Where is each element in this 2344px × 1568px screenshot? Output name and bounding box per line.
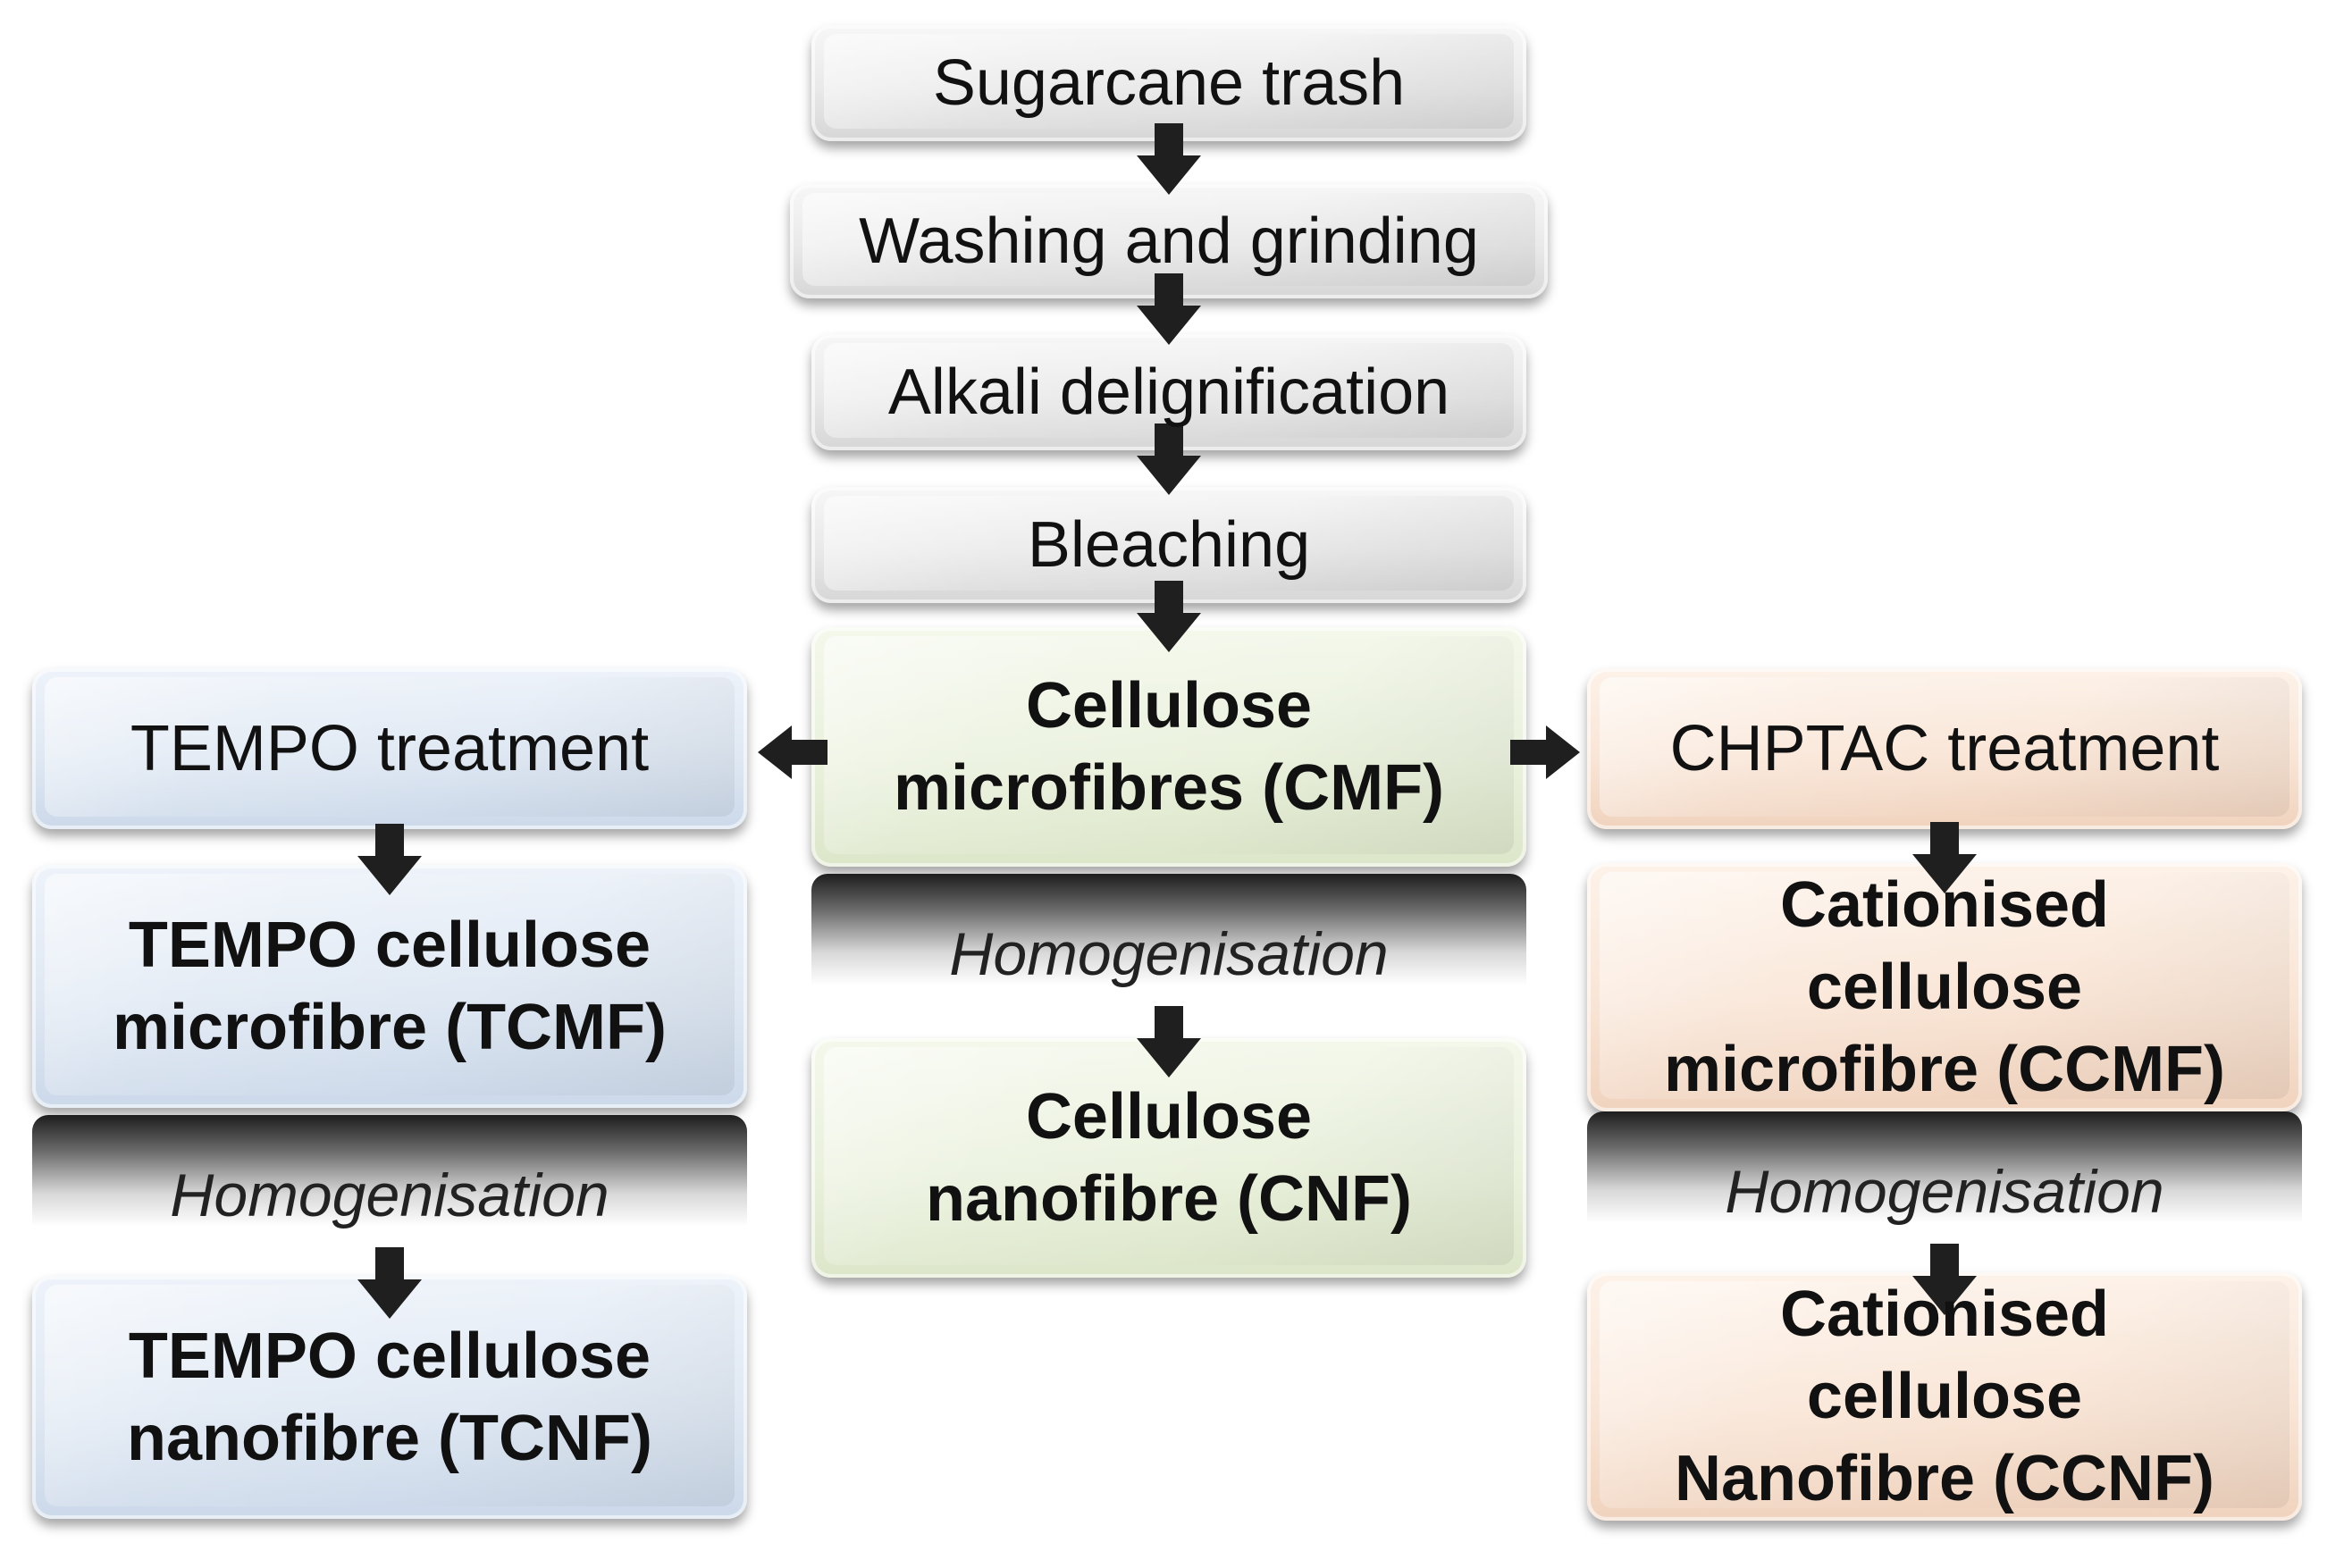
node-cmf-line1: Cellulose <box>1025 670 1313 742</box>
arrow-down-icon <box>1137 581 1201 652</box>
step-sugarcane-trash: Sugarcane trash <box>811 25 1526 141</box>
node-tcmf-line1: TEMPO cellulose <box>128 910 651 981</box>
node-ccmf: Cationised cellulose microfibre (CCMF) <box>1587 863 2302 1111</box>
arrow-down-icon <box>1912 822 1977 893</box>
node-ccnf-line1: Cationised <box>1779 1279 2110 1350</box>
node-ccmf-line1: Cationised <box>1779 869 2110 941</box>
step-label: Washing and grinding <box>859 205 1479 277</box>
node-ccnf-line2: cellulose <box>1806 1361 2083 1432</box>
node-cnf: Cellulose nanofibre (CNF) <box>811 1038 1526 1278</box>
node-tcnf-line1: TEMPO cellulose <box>128 1321 651 1392</box>
step-alkali-delignification: Alkali delignification <box>811 334 1526 450</box>
tempo-treatment: TEMPO treatment <box>32 668 747 829</box>
chptac-treatment: CHPTAC treatment <box>1587 668 2302 829</box>
arrow-left-icon <box>758 725 828 779</box>
step-label: Bleaching <box>1027 509 1311 581</box>
arrow-down-icon <box>357 824 422 895</box>
node-tcnf-line2: nanofibre (TCNF) <box>127 1403 652 1474</box>
node-tcnf: TEMPO cellulose nanofibre (TCNF) <box>32 1276 747 1519</box>
step-label: Alkali delignification <box>887 356 1450 428</box>
arrow-down-icon <box>1912 1244 1977 1315</box>
chptac-treatment-label: CHPTAC treatment <box>1669 713 2220 784</box>
node-ccnf-line3: Nanofibre (CCNF) <box>1675 1443 2214 1514</box>
node-ccmf-line3: microfibre (CCMF) <box>1664 1034 2225 1105</box>
arrow-down-icon <box>1137 273 1201 345</box>
tempo-treatment-label: TEMPO treatment <box>130 713 650 784</box>
arrow-down-icon <box>1137 1006 1201 1077</box>
step-washing-grinding: Washing and grinding <box>790 184 1548 298</box>
node-cnf-line2: nanofibre (CNF) <box>926 1163 1412 1235</box>
center-homogenisation-band: Homogenisation <box>811 874 1526 1017</box>
arrow-right-icon <box>1510 725 1580 779</box>
node-tcmf-line2: microfibre (TCMF) <box>113 992 667 1063</box>
arrow-down-icon <box>1137 423 1201 495</box>
left-homogenisation-band: Homogenisation <box>32 1115 747 1258</box>
arrow-down-icon <box>357 1247 422 1319</box>
node-cnf-line1: Cellulose <box>1025 1081 1313 1153</box>
right-homogenisation-label: Homogenisation <box>1725 1158 2164 1226</box>
right-homogenisation-band: Homogenisation <box>1587 1111 2302 1254</box>
node-cmf-line2: microfibres (CMF) <box>893 752 1445 824</box>
arrow-down-icon <box>1137 123 1201 195</box>
node-cmf: Cellulose microfibres (CMF) <box>811 627 1526 867</box>
center-homogenisation-label: Homogenisation <box>949 920 1389 988</box>
node-tcmf: TEMPO cellulose microfibre (TCMF) <box>32 865 747 1108</box>
node-ccnf: Cationised cellulose Nanofibre (CCNF) <box>1587 1272 2302 1521</box>
step-label: Sugarcane trash <box>932 47 1406 119</box>
left-homogenisation-label: Homogenisation <box>170 1161 609 1229</box>
node-ccmf-line2: cellulose <box>1806 952 2083 1023</box>
